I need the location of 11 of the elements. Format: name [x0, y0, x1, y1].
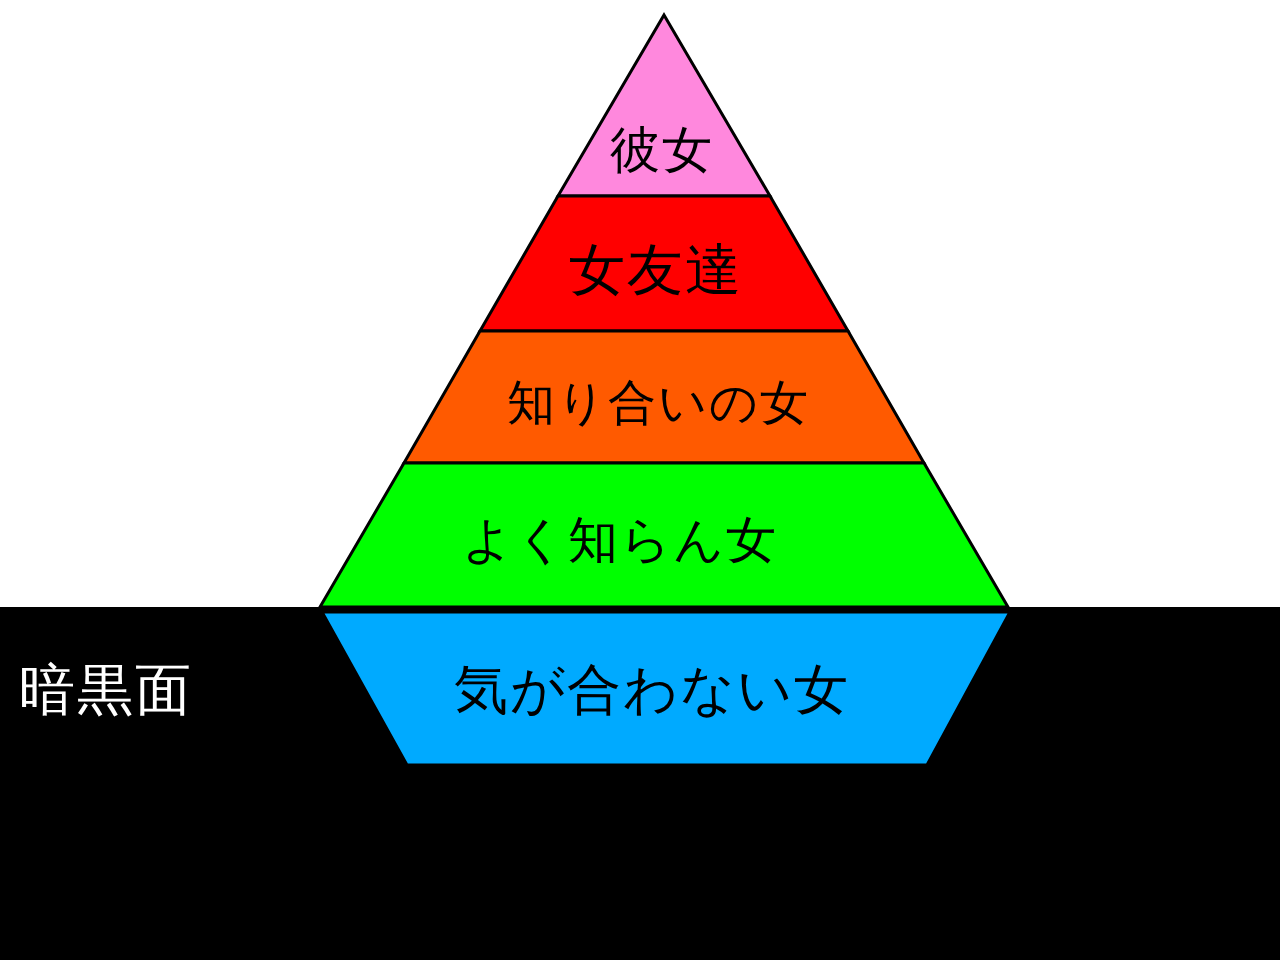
lower-zone	[0, 607, 1280, 960]
tier-label: よく知らん女	[462, 515, 778, 565]
pyramid-tier	[478, 194, 850, 333]
zone-label: 暗黒面	[19, 662, 193, 718]
tier-label: 彼女	[610, 125, 714, 175]
pyramid-tier	[402, 329, 926, 465]
tier-label: 女友達	[569, 242, 743, 298]
tier-label: 知り合いの女	[506, 378, 810, 426]
pyramid-tier	[556, 13, 772, 198]
tier-label: 気が合わない女	[454, 663, 850, 717]
pyramid-tier	[318, 461, 1010, 609]
